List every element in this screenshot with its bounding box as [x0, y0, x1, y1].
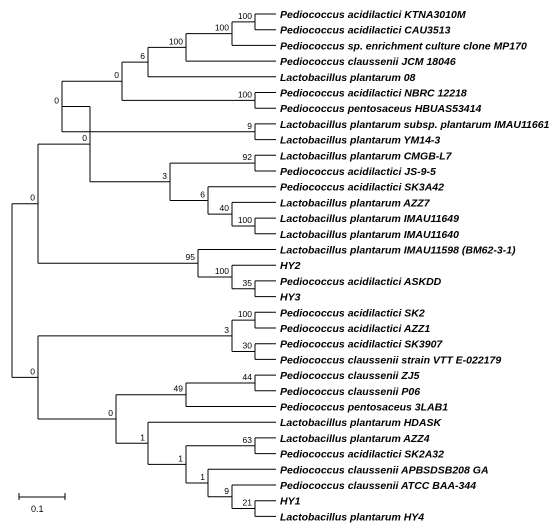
support-values: 1001001006100090921004063035100950100303… [30, 11, 252, 508]
leaf-label: Pediococcus acidilactici SK3907 [280, 339, 443, 351]
support-value: 49 [174, 384, 184, 394]
tree-branches [11, 13, 276, 517]
support-value: 100 [238, 89, 252, 99]
scale-bar-label: 0.1 [31, 504, 44, 514]
leaf-label: Pediococcus acidilactici ASKDD [280, 276, 442, 288]
leaf-label: Pediococcus acidilactici SK2A32 [280, 449, 444, 461]
support-value: 100 [238, 215, 252, 225]
leaf-label: Lactobacillus plantarum subsp. plantarum… [280, 119, 550, 131]
support-value: 0 [82, 133, 87, 143]
leaf-label: Pediococcus acidilactici SK3A42 [280, 182, 444, 194]
leaf-label: Pediococcus acidilactici NBRC 12218 [280, 88, 467, 100]
leaf-label: Lactobacillus plantarum IMAU11649 [280, 213, 459, 225]
leaf-label: Lactobacillus plantarum AZZ4 [280, 433, 430, 445]
support-value: 1 [140, 432, 145, 442]
support-value: 0 [30, 366, 35, 376]
support-value: 100 [169, 36, 183, 46]
support-value: 6 [200, 189, 205, 199]
leaf-label: Lactobacillus plantarum CMGB-L7 [280, 150, 453, 162]
leaf-label: Pediococcus acidilactici KTNA3010M [280, 9, 466, 21]
leaf-label: Lactobacillus plantarum AZZ7 [280, 197, 431, 209]
leaf-label: Lactobacillus plantarum 08 [280, 72, 416, 84]
leaf-label: Pediococcus claussenii ZJ5 [280, 370, 420, 382]
support-value: 6 [140, 51, 145, 61]
support-value: 35 [243, 278, 253, 288]
leaf-label: Pediococcus claussenii APBSDSB208 GA [280, 464, 489, 476]
support-value: 30 [243, 341, 253, 351]
support-value: 44 [243, 372, 253, 382]
support-value: 0 [54, 95, 59, 105]
support-value: 40 [220, 203, 230, 213]
leaf-label: Lactobacillus plantarum HDASK [280, 417, 442, 429]
leaf-label: Pediococcus acidilactici JS-9-5 [280, 166, 436, 178]
leaf-label: HY1 [280, 496, 301, 508]
leaf-label: Pediococcus pentosaceus HBUAS53414 [280, 103, 481, 115]
support-value: 100 [238, 11, 252, 21]
support-value: 1 [178, 453, 183, 463]
support-value: 3 [162, 171, 167, 181]
support-value: 3 [224, 325, 229, 335]
support-value: 92 [243, 152, 253, 162]
leaf-label: Pediococcus pentosaceus 3LAB1 [280, 402, 448, 414]
support-value: 0 [30, 193, 35, 203]
leaf-label: Pediococcus acidilactici AZZ1 [280, 323, 430, 335]
support-value: 21 [243, 498, 253, 508]
leaf-label: Pediococcus acidilactici SK2 [280, 307, 425, 319]
support-value: 95 [186, 252, 196, 262]
leaf-label: Lactobacillus plantarum HY4 [280, 511, 424, 523]
leaf-label: Pediococcus acidilactici CAU3513 [280, 25, 451, 37]
support-value: 100 [215, 266, 229, 276]
leaf-label: HY3 [280, 292, 301, 304]
leaf-label: Pediococcus claussenii JCM 18046 [280, 56, 456, 68]
support-value: 9 [224, 486, 229, 496]
leaf-label: Lactobacillus plantarum YM14-3 [280, 135, 440, 147]
support-value: 63 [243, 435, 253, 445]
support-value: 100 [215, 23, 229, 33]
leaf-label: Lactobacillus plantarum IMAU11598 (BM62-… [280, 245, 516, 257]
support-value: 0 [114, 70, 119, 80]
leaf-label: HY2 [280, 260, 301, 272]
leaf-labels: Pediococcus acidilactici KTNA3010M Pedioc… [280, 9, 550, 523]
support-value: 100 [238, 309, 252, 319]
leaf-label: Lactobacillus plantarum IMAU11640 [280, 229, 459, 241]
leaf-label: Pediococcus claussenii ATCC BAA-344 [280, 480, 476, 492]
support-value: 9 [247, 121, 252, 131]
scale-bar: 0.1 [18, 493, 66, 514]
support-value: 0 [108, 408, 113, 418]
support-value: 1 [200, 472, 205, 482]
leaf-label: Pediococcus claussenii P06 [280, 386, 420, 398]
leaf-label: Pediococcus sp. enrichment culture clone… [280, 40, 527, 52]
leaf-label: Pediococcus claussenii strain VTT E-0221… [280, 354, 501, 366]
